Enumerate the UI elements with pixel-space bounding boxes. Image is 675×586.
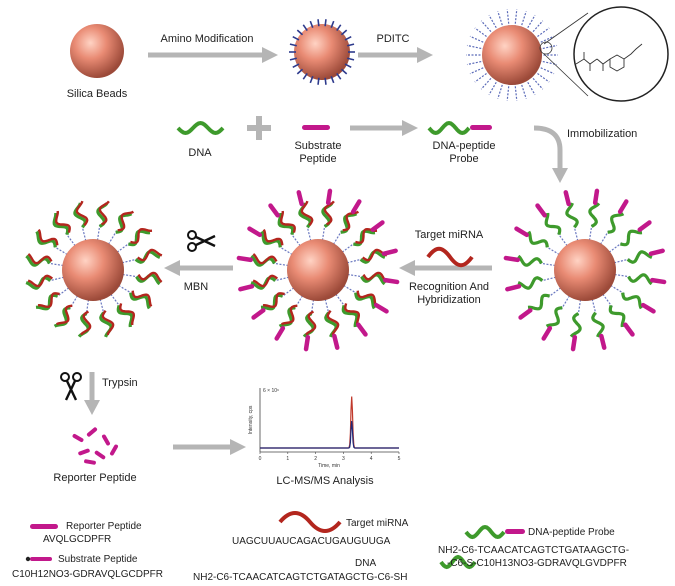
amino-modification-label: Amino Modification <box>161 33 254 45</box>
legend-probe-seq-1: NH2-C6-TCAACATCAGTCTGATAAGCTG- <box>438 545 629 556</box>
target-mirna-label: Target miRNA <box>415 229 484 241</box>
reporter-peptide-fragments <box>72 427 118 465</box>
legend-substrate-seq: C10H12NO3-GDRAVQLGCDPFR <box>12 569 163 580</box>
chromatogram: 0 1 2 3 4 5 6 × 10⁶ Intensity, cps Time, min <box>248 388 401 469</box>
dna-peptide-probe-icon <box>427 120 492 136</box>
pditc-label: PDITC <box>377 33 410 45</box>
cleaved-bead <box>25 200 163 338</box>
chrom-y-exponent: 6 × 10⁶ <box>263 388 279 394</box>
chrom-x-tick: 0 <box>259 456 262 462</box>
substrate-peptide-label-1: Substrate <box>294 140 341 152</box>
legend-mirna-seq: UAGCUUAUCAGACUGAUGUUGA <box>232 536 391 547</box>
chrom-x-tick: 1 <box>286 456 289 462</box>
silica-beads-label: Silica Beads <box>67 88 128 100</box>
amino-modified-bead <box>289 19 355 85</box>
legend-reporter-icon <box>30 524 58 529</box>
legend-substrate-name: Substrate Peptide <box>58 554 138 565</box>
reporter-peptide-label: Reporter Peptide <box>53 472 136 484</box>
legend-mirna-name: Target miRNA <box>346 518 409 529</box>
legend-substrate-icon <box>30 557 52 561</box>
chrom-x-tick: 4 <box>370 456 373 462</box>
probe-label-2: Probe <box>449 153 478 165</box>
silica-bead <box>70 24 124 78</box>
legend-probe-seq-2: -C6-S-C10H13NO3-GDRAVQLGVDPFR <box>447 558 627 569</box>
chrom-ylabel: Intensity, cps <box>248 405 254 434</box>
legend-dna-name: DNA <box>355 558 376 569</box>
arrow-immobilization <box>533 125 563 170</box>
substrate-peptide-label-2: Peptide <box>299 153 336 165</box>
scissors-icon <box>187 230 216 252</box>
mirna-icon <box>426 246 474 268</box>
legend-probe-icon <box>464 524 525 540</box>
trace-1 <box>260 396 399 449</box>
immobilization-label: Immobilization <box>567 128 637 140</box>
legend-mirna-icon <box>278 511 342 533</box>
trace-2 <box>260 421 399 449</box>
legend-dna-icon <box>439 554 477 570</box>
dna-strand-icon <box>176 120 225 136</box>
recognition-label-2: Hybridization <box>417 294 481 306</box>
probe-label-1: DNA-peptide <box>433 140 496 152</box>
dna-label: DNA <box>188 147 212 159</box>
legend-reporter-name: Reporter Peptide <box>66 521 142 532</box>
legend-probe-name: DNA-peptide Probe <box>528 527 615 538</box>
pditc-structure <box>575 43 643 72</box>
lcms-label: LC-MS/MS Analysis <box>276 475 374 487</box>
chemical-structure-zoom <box>573 6 669 102</box>
plus-sign <box>247 116 271 140</box>
scissors-icon <box>60 372 82 401</box>
probe-bead <box>503 188 667 352</box>
chrom-xlabel: Time, min <box>318 463 340 469</box>
mbn-label: MBN <box>184 281 209 293</box>
hybridized-bead <box>236 188 400 352</box>
pditc-bead <box>466 9 558 101</box>
trypsin-label: Trypsin <box>102 377 138 389</box>
substrate-peptide-icon <box>302 125 330 130</box>
legend-reporter-seq: AVQLGCDPFR <box>43 534 111 545</box>
chrom-x-tick: 5 <box>398 456 401 462</box>
legend-dna-seq: NH2-C6-TCAACATCAGTCTGATAGCTG-C6-SH <box>193 572 407 583</box>
chrom-x-tick: 3 <box>342 456 345 462</box>
recognition-label-1: Recognition And <box>409 281 489 293</box>
chrom-x-tick: 2 <box>314 456 317 462</box>
